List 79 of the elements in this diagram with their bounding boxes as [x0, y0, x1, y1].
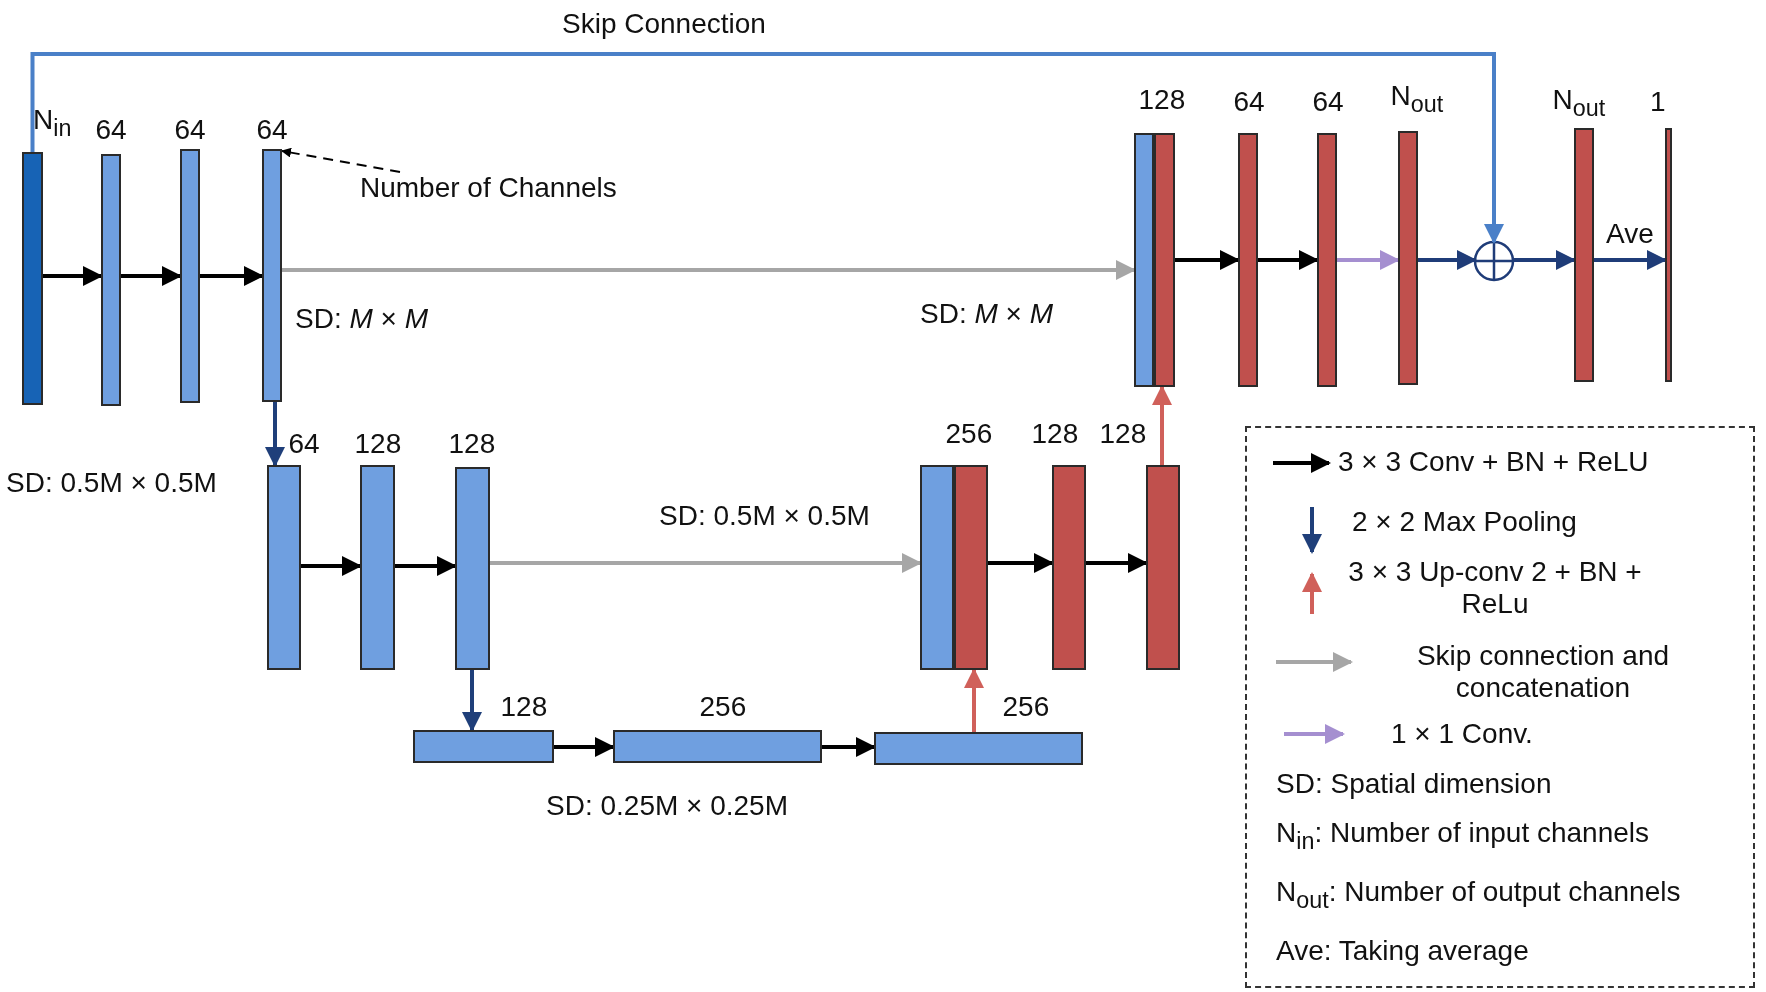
legend-text: 3 × 3 Up-conv 2 + BN + ReLu: [1347, 556, 1643, 621]
feature-map-bar: [267, 465, 301, 670]
channel-count: 64: [288, 428, 320, 461]
feature-map-bar: [1398, 131, 1418, 385]
channel-count: 256: [945, 418, 993, 451]
channel-count: 128: [1099, 418, 1147, 451]
feature-map-bar: [1154, 133, 1175, 387]
legend-text: 3 × 3 Conv + BN + ReLU: [1338, 446, 1649, 479]
arrow: [282, 260, 1136, 280]
arrow: [1513, 250, 1576, 270]
channel-count: 128: [1031, 418, 1079, 451]
feature-map-bar: [180, 149, 200, 403]
arrow: [1418, 250, 1477, 270]
arrow: [121, 266, 182, 286]
feature-map-bar: [1146, 465, 1180, 670]
dimension-note: SD: M × M: [920, 298, 1054, 331]
dimension-note: SD: 0.5M × 0.5M: [6, 467, 217, 500]
feature-map-bar: [1052, 465, 1086, 670]
arrow: [1258, 250, 1319, 270]
arrow: [43, 266, 103, 286]
arrow: [1594, 250, 1667, 270]
feature-map-bar: [1665, 128, 1672, 382]
feature-map-bar: [1317, 133, 1337, 387]
arrow: [265, 402, 285, 467]
channel-count: N$_{in}$: [33, 104, 72, 142]
arrow: [490, 553, 922, 573]
arrow: [964, 668, 984, 732]
channel-count: 1: [1650, 86, 1666, 119]
arrow: [301, 556, 362, 576]
arrow: [822, 737, 876, 757]
feature-map-bar: [22, 152, 43, 405]
arrow: [1152, 385, 1172, 465]
channel-count: N$_{out}$: [1390, 80, 1444, 118]
feature-map-bar: [613, 730, 822, 763]
channel-count: 128: [500, 691, 548, 724]
dimension-note: SD: M × M: [295, 303, 429, 336]
feature-map-bar: [1238, 133, 1258, 387]
channel-count: 128: [1138, 84, 1186, 117]
sum-symbol: [1473, 240, 1515, 282]
legend-definition: SD: Spatial dimension: [1276, 768, 1552, 801]
arrow: [1337, 250, 1400, 270]
arrow: [1175, 250, 1240, 270]
feature-map-bar: [455, 467, 490, 670]
channel-count: 64: [256, 114, 288, 147]
channel-count: 64: [174, 114, 206, 147]
feature-map-bar: [413, 730, 554, 763]
channel-count: 256: [699, 691, 747, 724]
arrow: [988, 553, 1054, 573]
feature-map-bar: [920, 465, 954, 670]
leader-arrow: [281, 147, 401, 173]
dimension-note: SD: 0.5M × 0.5M: [659, 500, 870, 533]
feature-map-bar: [874, 732, 1083, 765]
channel-count: 128: [354, 428, 402, 461]
arrow: [30, 52, 1504, 244]
legend-text: 2 × 2 Max Pooling: [1352, 506, 1577, 539]
channel-count: 128: [448, 428, 496, 461]
legend-definition: N$_{out}$: Number of output channels: [1276, 876, 1681, 914]
legend-text: 1 × 1 Conv.: [1391, 718, 1533, 751]
arrow: [462, 670, 482, 732]
legend-text: Skip connection and concatenation: [1415, 640, 1671, 705]
feature-map-bar: [954, 465, 988, 670]
feature-map-bar: [262, 149, 282, 402]
arrow: [554, 737, 615, 757]
arrow: [1086, 553, 1148, 573]
legend-definition: Ave: Taking average: [1276, 935, 1529, 968]
channel-count: 64: [1233, 86, 1265, 119]
feature-map-bar: [1134, 133, 1154, 387]
annotation-text: Number of Channels: [360, 172, 617, 205]
dimension-note: SD: 0.25M × 0.25M: [546, 790, 788, 823]
feature-map-bar: [1574, 128, 1594, 382]
channel-count: N$_{out}$: [1552, 84, 1606, 122]
legend-definition: N$_{in}$: Number of input channels: [1276, 817, 1650, 855]
arrow: [200, 266, 264, 286]
channel-count: 64: [95, 114, 127, 147]
channel-count: 256: [1002, 691, 1050, 724]
feature-map-bar: [101, 154, 121, 406]
arrow: [395, 556, 457, 576]
channel-count: 64: [1312, 86, 1344, 119]
feature-map-bar: [360, 465, 395, 670]
